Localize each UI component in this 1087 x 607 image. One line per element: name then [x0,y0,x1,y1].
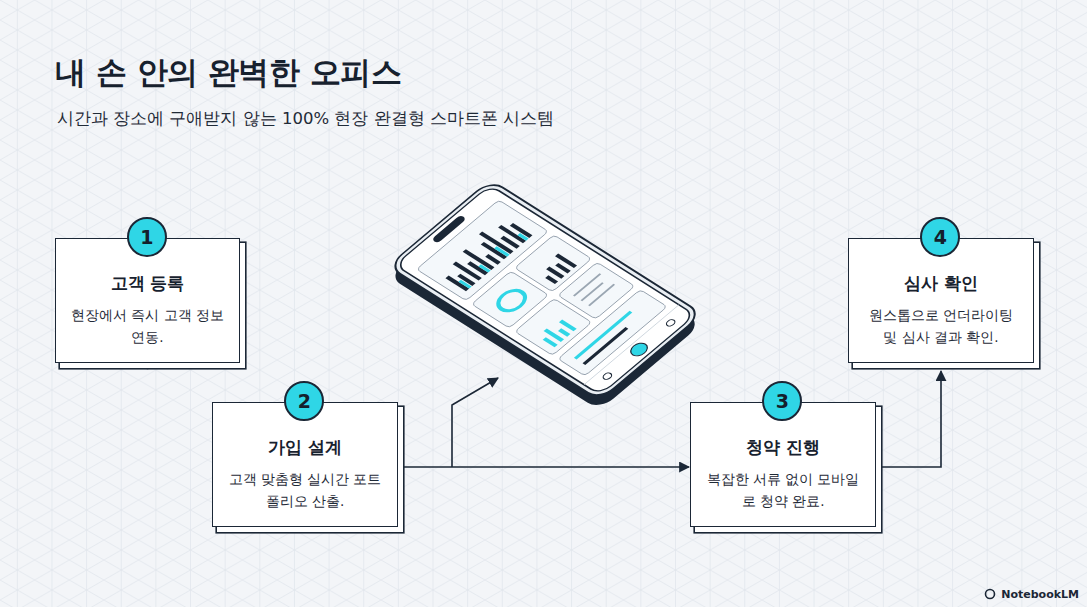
flow-arrow [882,371,941,467]
step-body: 고객 맞춤형 실시간 포트폴리오 산출. [227,469,383,512]
step-heading: 심사 확인 [863,273,1019,295]
callout-number: 3 [776,390,789,412]
step-heading: 청약 진행 [705,437,861,459]
step-number-circle: 4 [920,217,960,257]
step-body: 현장에서 즉시 고객 정보 연동. [70,305,225,348]
phone-illustration [388,180,702,410]
step-heading: 가입 설계 [227,437,383,459]
step-number-circle: 1 [127,217,167,257]
watermark: NotebookLM [1001,588,1079,601]
step-box: 고객 등록현장에서 즉시 고객 정보 연동.1 [55,238,240,363]
watermark-icon [986,590,995,599]
step-box: 가입 설계고객 맞춤형 실시간 포트폴리오 산출.2 [212,402,398,527]
callout-number: 2 [298,390,311,412]
step-number-circle: 2 [284,381,324,421]
step-body: 복잡한 서류 없이 모바일로 청약 완료. [705,469,861,512]
title: 내 손 안의 완벽한 오피스 [55,52,401,94]
subtitle: 시간과 장소에 구애받지 않는 100% 현장 완결형 스마트폰 시스템 [57,108,554,130]
callout-number: 4 [934,226,947,248]
flow-arrow [404,466,689,468]
step-heading: 고객 등록 [70,273,225,295]
branch-arrow [452,378,498,467]
callout-number: 1 [140,226,153,248]
step-body: 원스톱으로 언더라이팅 및 심사 결과 확인. [863,305,1019,348]
step-box: 청약 진행복잡한 서류 없이 모바일로 청약 완료.3 [690,402,876,527]
step-number-circle: 3 [762,381,802,421]
step-box: 심사 확인원스톱으로 언더라이팅 및 심사 결과 확인.4 [848,238,1034,363]
